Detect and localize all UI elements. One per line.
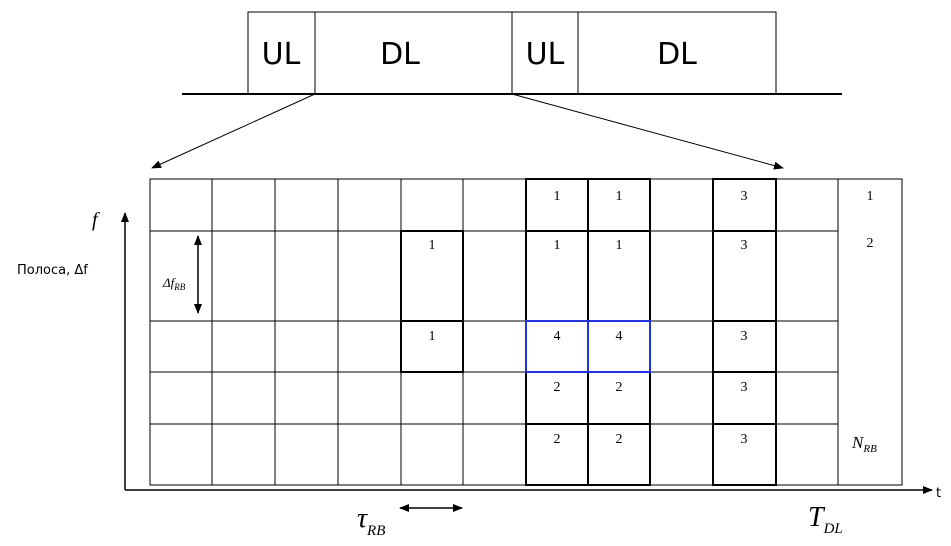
rb-label: 1 [616, 238, 623, 253]
rb-label: 2 [554, 432, 561, 447]
frame-label-ul-1: UL [262, 37, 301, 72]
delta-f-rb-label: ΔfRB [162, 275, 186, 292]
resource-grid: 1 1 3 1 1 1 3 1 4 4 3 2 2 3 2 2 3 1 2 NR… [149, 178, 903, 486]
bandwidth-label: Полоса, Δf [17, 263, 88, 278]
rb-label: 2 [616, 380, 623, 395]
row-index-second: 2 [867, 236, 874, 251]
rb-label: 4 [616, 329, 623, 344]
row-index-first: 1 [867, 189, 874, 204]
zoom-arrow-left [151, 93, 316, 169]
rb-label: 4 [554, 329, 561, 344]
axes: f t Полоса, Δf ΔfRB τRB TDL [17, 209, 941, 539]
rb-label: 2 [616, 432, 623, 447]
t-dl-label: TDL [808, 502, 843, 537]
rb-label: 3 [741, 329, 748, 344]
rb-label: 1 [554, 189, 561, 204]
tdd-frame: UL DL UL DL [182, 11, 842, 95]
zoom-arrow-right [511, 93, 784, 170]
rb-label: 1 [429, 238, 436, 253]
rb-label: 1 [616, 189, 623, 204]
row-index-last: NRB [851, 433, 877, 455]
frequency-axis-label: f [92, 209, 100, 231]
rb-label: 3 [741, 380, 748, 395]
rb-label: 1 [429, 329, 436, 344]
rb-label: 2 [554, 380, 561, 395]
rb-column-9 [712, 178, 777, 486]
rb-label: 3 [741, 189, 748, 204]
frame-label-dl-2: DL [657, 37, 697, 72]
rb-label: 1 [554, 238, 561, 253]
rb-label: 3 [741, 432, 748, 447]
frame-label-dl-1: DL [380, 37, 420, 72]
rb-user1-block [400, 230, 464, 373]
frame-label-ul-2: UL [526, 37, 565, 72]
tau-rb-label: τRB [357, 503, 385, 539]
rb-label: 3 [741, 238, 748, 253]
time-axis-label: t [936, 486, 941, 501]
